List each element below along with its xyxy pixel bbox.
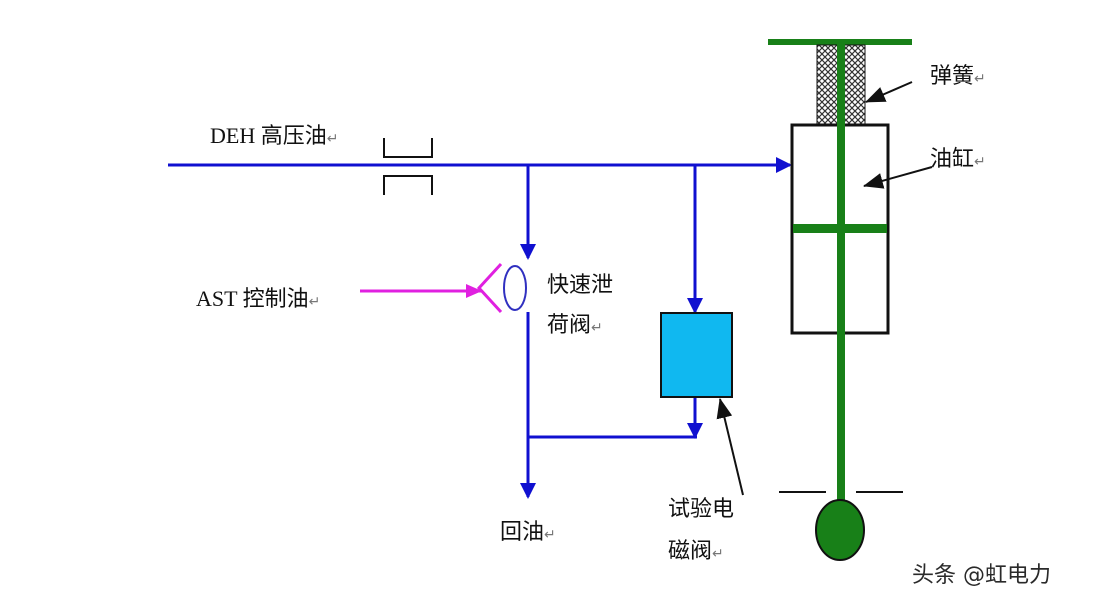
spring-label: 弹簧↵: [930, 64, 986, 89]
test-solenoid-valve: [660, 312, 733, 398]
spring-leader: [865, 81, 913, 103]
dump-valve-label-line2: 荷阀↵: [547, 313, 603, 338]
return-mark: ↵: [712, 546, 724, 562]
return-oil-label: 回油↵: [500, 520, 556, 545]
watermark: 头条 @虹电力: [912, 563, 1051, 588]
return-mark: ↵: [327, 131, 339, 147]
orifice-bottom-bracket: [383, 175, 433, 195]
deh-hp-oil-label: DEH 高压油↵: [210, 123, 338, 148]
dump-valve-label-line1: 快速泄: [547, 273, 613, 298]
test-solenoid-label-line2: 磁阀↵: [668, 539, 724, 564]
return-mark: ↵: [591, 320, 603, 336]
spring-text: 弹簧: [930, 64, 974, 89]
return-mark: ↵: [544, 527, 556, 543]
ast-control-oil-text: AST 控制油: [196, 286, 309, 311]
return-mark: ↵: [974, 154, 986, 170]
return-mark: ↵: [309, 294, 321, 310]
oil-cylinder-text: 油缸: [930, 147, 974, 172]
cylinder-leader: [863, 166, 933, 189]
dump-valve-text: 荷阀: [547, 313, 591, 338]
dump-valve-disc: [503, 265, 527, 311]
return-oil-text: 回油: [500, 520, 544, 545]
oil-cylinder-label: 油缸↵: [930, 147, 986, 172]
deh-hp-oil-text: DEH 高压油: [210, 123, 327, 148]
test-solenoid-text: 磁阀: [668, 539, 712, 564]
test-solenoid-leader: [716, 398, 744, 496]
test-solenoid-label-line1: 试验电: [668, 497, 734, 522]
piston-rod: [837, 42, 845, 506]
ast-control-oil-label: AST 控制油↵: [196, 286, 320, 311]
return-mark: ↵: [974, 71, 986, 87]
orifice-top-bracket: [383, 138, 433, 158]
dump-valve-seat: [476, 262, 503, 314]
valve-head: [815, 499, 865, 561]
